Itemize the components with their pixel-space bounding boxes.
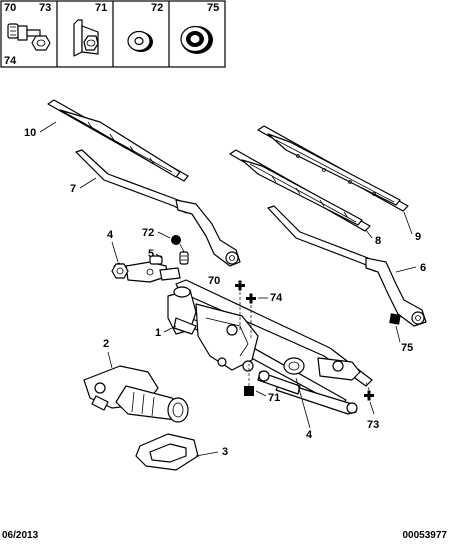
callout-75: 75 (401, 342, 413, 354)
bolt-nut-icon (7, 23, 51, 51)
square-marker-71-icon (244, 386, 254, 396)
footer-doc-number: 00053977 (402, 530, 448, 541)
header-boxes: 70 73 74 71 72 75 (0, 0, 226, 68)
callout-71: 71 (268, 392, 280, 404)
callout-10: 10 (24, 127, 36, 139)
box-label-75: 75 (207, 2, 219, 14)
wiper-blade-left (47, 99, 189, 182)
nut-left (111, 262, 129, 279)
callout-2: 2 (103, 338, 109, 350)
motor-grommet (135, 433, 199, 471)
box-label-72: 72 (151, 2, 163, 14)
callout-9: 9 (415, 231, 421, 243)
footer-date: 06/2013 (2, 530, 39, 541)
callout-70: 70 (208, 275, 220, 287)
plus-marker-74-icon (246, 293, 256, 304)
washer-part (179, 251, 189, 265)
washer-icon (127, 30, 153, 52)
plus-marker-70-icon (235, 280, 245, 291)
wiper-blade-right-lower (229, 149, 371, 232)
wiper-spindle (125, 255, 181, 283)
box-label-73: 73 (39, 2, 51, 14)
grommet-icon (180, 25, 213, 54)
box-label-74: 74 (4, 55, 17, 67)
square-marker-75-icon (389, 313, 401, 325)
callout-3: 3 (222, 446, 228, 458)
callout-7: 7 (70, 183, 76, 195)
wiper-blade-right-upper (257, 125, 409, 212)
box-label-70: 70 (4, 2, 16, 14)
callout-74: 74 (270, 292, 283, 304)
callouts: 10 7 9 8 6 4 72 5 70 74 (24, 121, 426, 458)
callout-72: 72 (142, 227, 154, 239)
clip-nut-icon (73, 19, 99, 57)
callout-1: 1 (155, 327, 161, 339)
plus-marker-73-icon (364, 390, 374, 401)
callout-6: 6 (420, 262, 426, 274)
washer-marker-icon (171, 235, 181, 245)
callout-4-upper: 4 (107, 229, 114, 241)
callout-4-lower: 4 (306, 429, 313, 441)
box-label-71: 71 (95, 2, 107, 14)
wiper-linkage-frame (167, 279, 373, 415)
callout-5: 5 (148, 248, 154, 260)
wiper-arm-right (267, 205, 427, 327)
callout-73: 73 (367, 419, 379, 431)
callout-8: 8 (375, 235, 381, 247)
wiper-arm-left (75, 149, 241, 267)
wiper-motor (83, 365, 189, 423)
